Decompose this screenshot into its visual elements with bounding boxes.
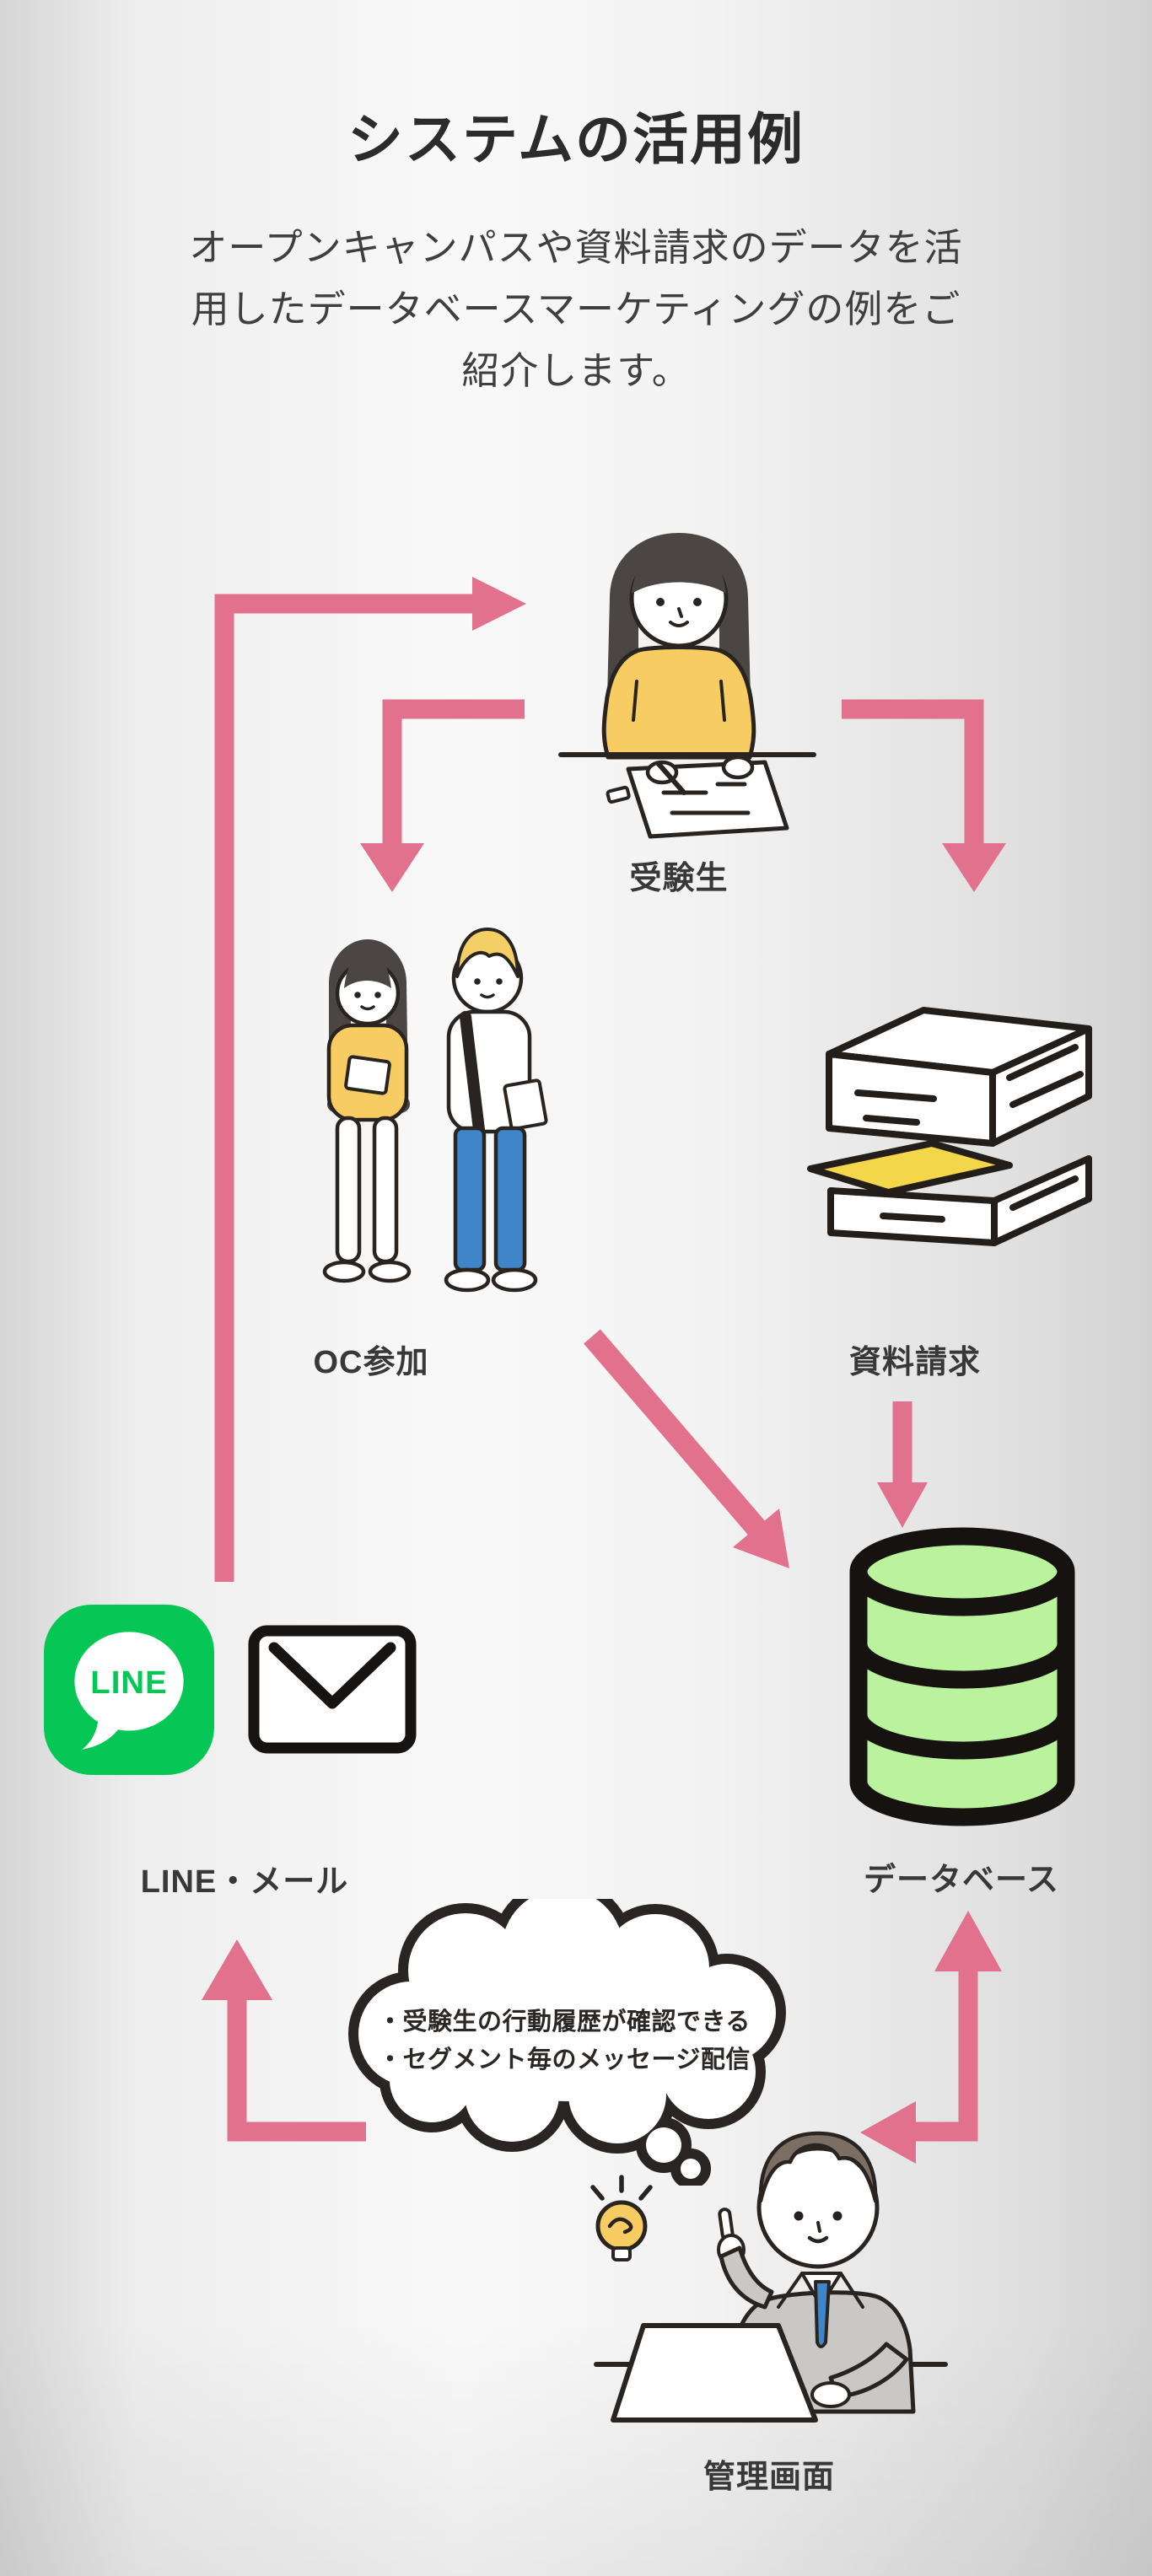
- database-top: [849, 1527, 1075, 1616]
- oc-boy-eye-left: [474, 978, 481, 985]
- database-body: [849, 1572, 1075, 1826]
- pencil: [656, 761, 686, 795]
- line-bubble-tail: [82, 1718, 118, 1750]
- arrow-admin-to-linemail: [202, 1939, 366, 2142]
- oc-girl-eye-right: [374, 992, 381, 998]
- student-hand-right: [721, 755, 755, 780]
- oc-boy-shoe-left: [444, 1267, 491, 1293]
- student-illustration: [558, 533, 816, 839]
- oc-boy-bag-strap: [460, 1011, 485, 1136]
- admin-illustration: [590, 2131, 948, 2423]
- arrow-student-to-opencampus: [360, 699, 525, 892]
- brochure-stack-illustration: [807, 1007, 1092, 1246]
- admin-eye-right: [832, 2211, 842, 2221]
- page-title: システムの活用例: [347, 108, 805, 170]
- student-eye-left: [656, 598, 665, 606]
- arrow-opencampus-to-database: [584, 1329, 789, 1568]
- arrow-linemail-to-student: [214, 577, 526, 1582]
- line-app-icon: LINE: [44, 1605, 214, 1775]
- idea-bulb-icon: [595, 2200, 648, 2252]
- brochure-bottom-side-line: [1009, 1175, 1079, 1211]
- eraser: [606, 785, 631, 804]
- student-eye-right: [693, 598, 702, 606]
- oc-boy-shoe-right: [491, 1267, 538, 1293]
- arrow-database-admin-bidirectional: [860, 1911, 1002, 2164]
- oc-girl-bangs: [344, 952, 391, 988]
- oc-girl-leg-left: [335, 1116, 362, 1264]
- student-sleeve-line-right: [719, 680, 726, 722]
- page-subtitle: オープンキャンパスや資料請求のデータを活用したデータベースマーケティングの例をご…: [189, 226, 963, 392]
- admin-laptop: [611, 2323, 818, 2423]
- database-illustration: [849, 1527, 1075, 1826]
- cloud-fill: [358, 1899, 776, 2179]
- student-sweater: [601, 645, 756, 760]
- student-bangs: [632, 543, 726, 594]
- oc-boy-eye-right: [496, 978, 503, 985]
- bulb-rays: [590, 2175, 653, 2201]
- admin-eye-left: [794, 2211, 804, 2221]
- label-line-mail: LINE・メール: [140, 1864, 349, 1900]
- oc-girl-smile: [360, 1005, 375, 1011]
- speech-bubble-text: ・受験生の行動履歴が確認できる ・セグメント毎のメッセージ配信: [378, 2003, 751, 2079]
- database-divider-1: [849, 1643, 1075, 1689]
- oc-girl-shoe-left: [322, 1260, 366, 1283]
- bubble-line-1: ・受験生の行動履歴が確認できる: [378, 2009, 751, 2036]
- oc-girl-book: [344, 1055, 391, 1095]
- oc-boy-hair: [455, 928, 519, 978]
- admin-suit-arm: [719, 2245, 774, 2310]
- student-sleeve-line-left: [632, 680, 638, 722]
- brochure-yellow-sheet: [807, 1140, 1013, 1196]
- oc-girl-leg-right: [372, 1116, 399, 1264]
- oc-boy-smile: [480, 993, 495, 999]
- student-nose: [677, 607, 683, 618]
- admin-smile: [807, 2235, 829, 2244]
- label-student: 受験生: [629, 861, 729, 896]
- brochure-bottom-line: [880, 1213, 945, 1223]
- brochure-side-face: [989, 1025, 1092, 1147]
- mail-icon: [248, 1625, 417, 1754]
- admin-hand-typing: [810, 2381, 851, 2408]
- label-open-campus: OC参加: [313, 1345, 429, 1380]
- admin-tie: [814, 2280, 831, 2348]
- arrow-brochure-to-database: [877, 1401, 928, 1528]
- oc-boy-jeans-left: [453, 1126, 487, 1272]
- line-logo-text: LINE: [90, 1664, 167, 1701]
- admin-hair: [758, 2131, 878, 2203]
- brochure-side-lines: [1006, 1044, 1084, 1108]
- open-campus-illustration: [322, 928, 548, 1293]
- admin-nose: [816, 2221, 821, 2233]
- oc-boy-book: [503, 1078, 548, 1131]
- brochure-front-lines: [854, 1089, 937, 1126]
- label-brochure-request: 資料請求: [848, 1345, 982, 1380]
- bulb-base: [611, 2246, 632, 2261]
- student-smile: [669, 621, 689, 627]
- mail-envelope-flap: [268, 1642, 396, 1709]
- bulb-filament: [607, 2217, 633, 2235]
- oc-girl-eye-left: [354, 992, 361, 998]
- brochure-bottom-side: [991, 1155, 1092, 1246]
- speech-bubble-cloud: [348, 1899, 786, 2186]
- bubble-line-2: ・セグメント毎のメッセージ配信: [378, 2046, 751, 2073]
- oc-boy-jeans-right: [493, 1126, 527, 1272]
- admin-lapels: [777, 2272, 864, 2309]
- line-bubble-shape: [74, 1632, 184, 1731]
- admin-face: [756, 2146, 880, 2269]
- arrow-student-to-brochure: [842, 699, 1006, 892]
- oc-girl-shoe-right: [368, 1260, 412, 1283]
- database-divider-2: [849, 1713, 1075, 1760]
- label-admin: 管理画面: [703, 2460, 836, 2495]
- label-database: データベース: [863, 1863, 1060, 1898]
